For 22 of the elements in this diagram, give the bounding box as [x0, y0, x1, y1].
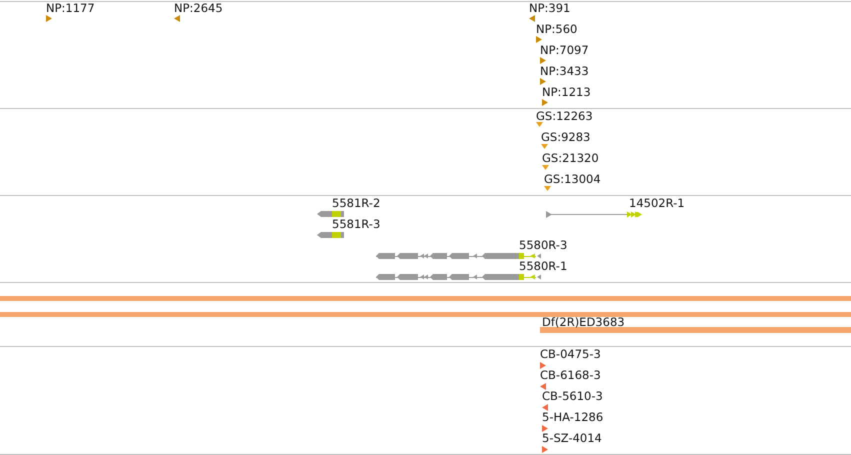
feature-label: Df(2R)ED3683 — [542, 316, 625, 329]
feature-label: GS:13004 — [544, 173, 601, 186]
feature-label: NP:7097 — [540, 44, 589, 57]
feature-label: NP:1177 — [46, 2, 95, 15]
feature-label: GS:9283 — [541, 131, 590, 144]
feature-label: 5-HA-1286 — [542, 411, 604, 424]
feature-label: NP:391 — [529, 2, 570, 15]
feature-label: 5580R-1 — [519, 260, 568, 273]
feature-label: CB-5610-3 — [542, 390, 603, 403]
feature-label: 5-SZ-4014 — [542, 432, 602, 445]
feature-label: 5581R-2 — [332, 197, 380, 210]
feature-label: CB-0475-3 — [540, 348, 601, 361]
feature-label: CB-6168-3 — [540, 369, 601, 382]
feature-label: NP:1213 — [542, 86, 591, 99]
feature-label: GS:12263 — [536, 110, 593, 123]
feature-label: 5580R-3 — [519, 239, 568, 252]
feature-label: NP:560 — [536, 23, 578, 36]
feature-label: NP:2645 — [174, 2, 223, 15]
feature-label: NP:3433 — [540, 65, 589, 78]
feature-label: GS:21320 — [542, 152, 599, 165]
feature-label: 14502R-1 — [629, 197, 685, 210]
feature-label: 5581R-3 — [332, 218, 380, 231]
